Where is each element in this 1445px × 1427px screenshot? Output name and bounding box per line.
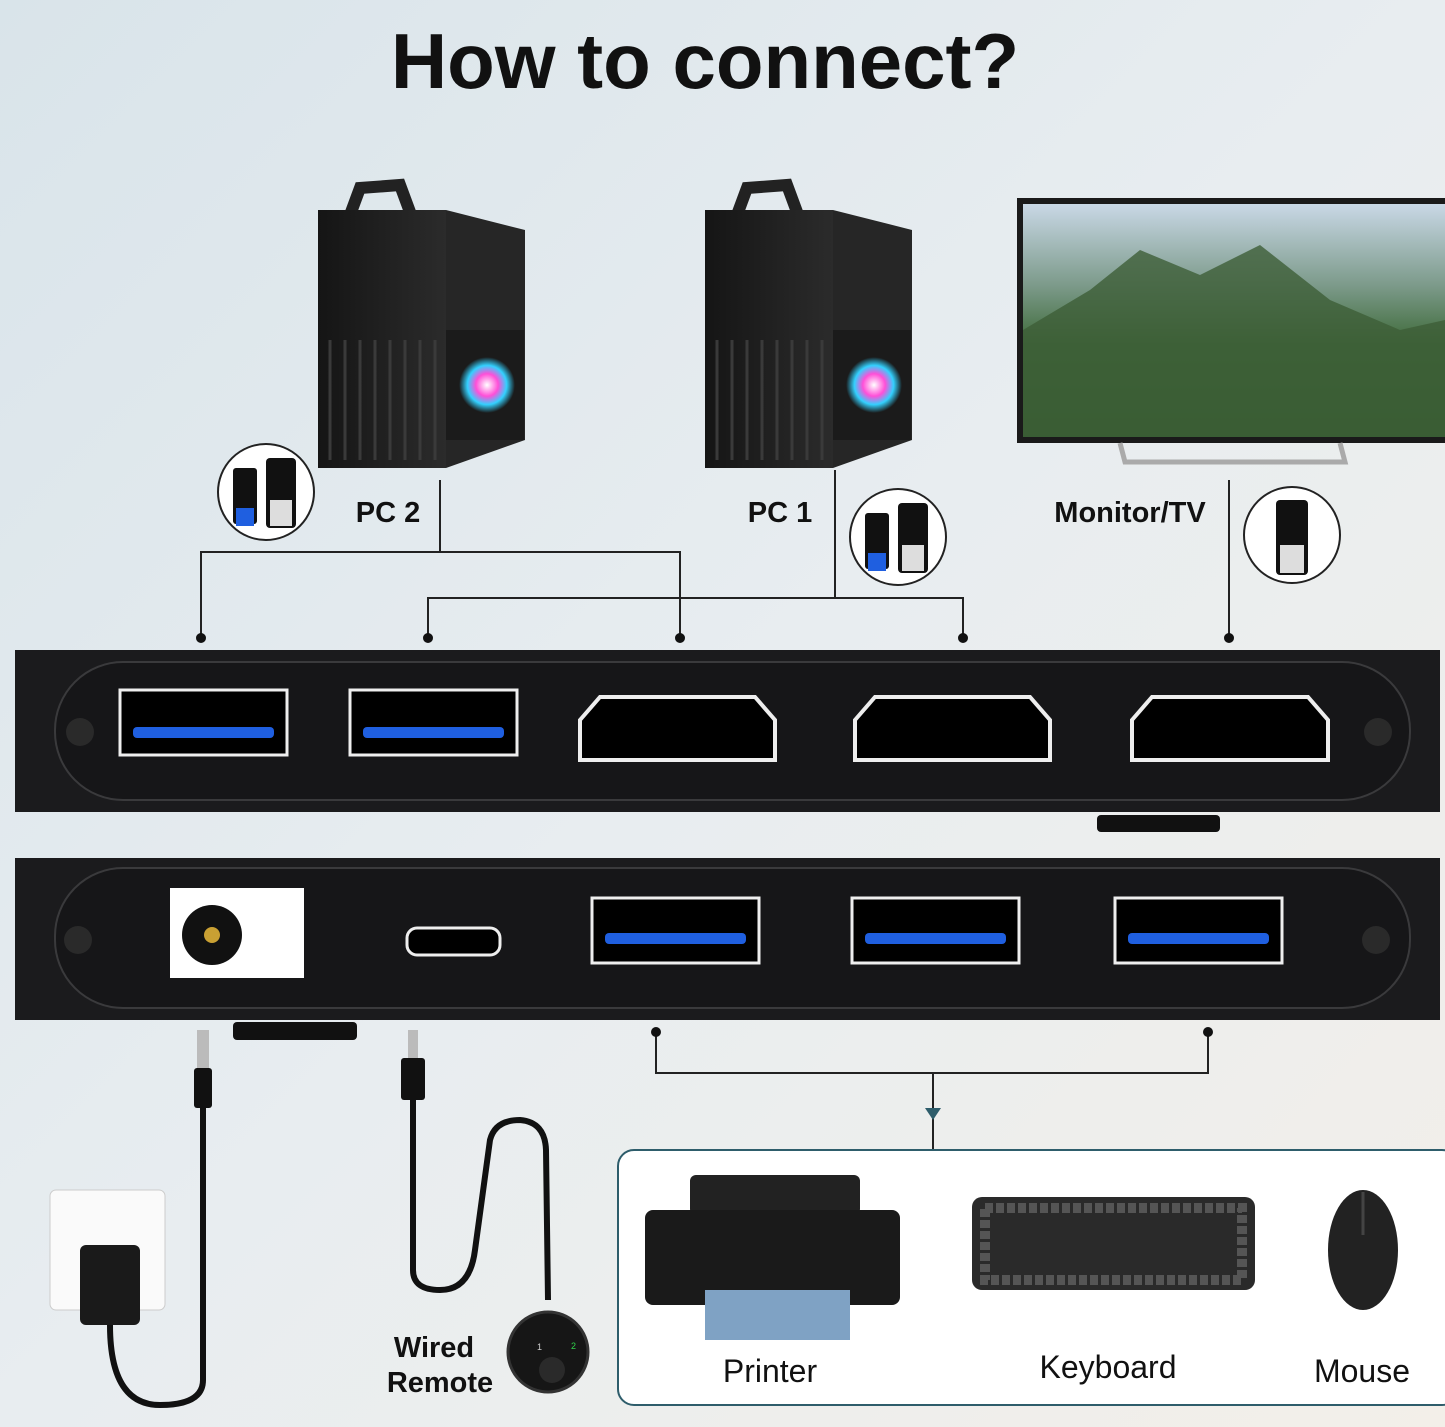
- mouse-icon: [1328, 1190, 1398, 1310]
- usb-port[interactable]: [850, 896, 1021, 965]
- hdmi-port[interactable]: [578, 695, 777, 762]
- keyboard-label: Keyboard: [1040, 1349, 1177, 1385]
- keyboard-icon: [972, 1197, 1255, 1290]
- usb-hdmi-cable-icon: [217, 443, 315, 541]
- screw-icon: [66, 718, 94, 746]
- connector-lines: [200, 470, 1230, 1150]
- pc2-label: PC 2: [356, 497, 420, 529]
- hdmi-port[interactable]: [1130, 695, 1330, 762]
- remote-label-line1: Wired: [394, 1332, 474, 1364]
- page-title: How to connect?: [391, 17, 1019, 105]
- kvm-front-panel: [15, 650, 1440, 832]
- dc-power-port[interactable]: [170, 888, 304, 978]
- rgb-fan-icon: [459, 357, 515, 413]
- arrow-down-icon: [925, 1108, 941, 1120]
- kvm-rear-panel: [15, 858, 1440, 1040]
- remote-label-line2: Remote: [387, 1367, 493, 1399]
- printer-label: Printer: [723, 1353, 818, 1389]
- screw-icon: [1364, 718, 1392, 746]
- usb-port[interactable]: [348, 688, 519, 757]
- usb-port[interactable]: [118, 688, 289, 757]
- pc1-label: PC 1: [748, 497, 812, 529]
- mouse-label: Mouse: [1314, 1353, 1410, 1389]
- screw-icon: [1362, 926, 1390, 954]
- micro-usb-remote-port[interactable]: [405, 926, 502, 957]
- printer-icon: [645, 1175, 900, 1340]
- hdmi-port[interactable]: [853, 695, 1052, 762]
- usb-hdmi-cable-icon: [849, 488, 947, 586]
- usb-port[interactable]: [590, 896, 761, 965]
- hdmi-cable-icon: [1243, 486, 1341, 584]
- pc1-tower: [705, 178, 912, 468]
- monitor-tv: [1017, 198, 1445, 465]
- power-adapter: [49, 1030, 212, 1409]
- monitor-label: Monitor/TV: [1054, 497, 1206, 529]
- remote-button-1-label: 1: [537, 1342, 542, 1352]
- screw-icon: [64, 926, 92, 954]
- remote-button-2-label: 2: [571, 1341, 576, 1351]
- pc2-tower: [318, 178, 525, 468]
- wired-remote[interactable]: 1 2: [401, 1030, 590, 1394]
- usb-port[interactable]: [1113, 896, 1284, 965]
- rgb-fan-icon: [846, 357, 902, 413]
